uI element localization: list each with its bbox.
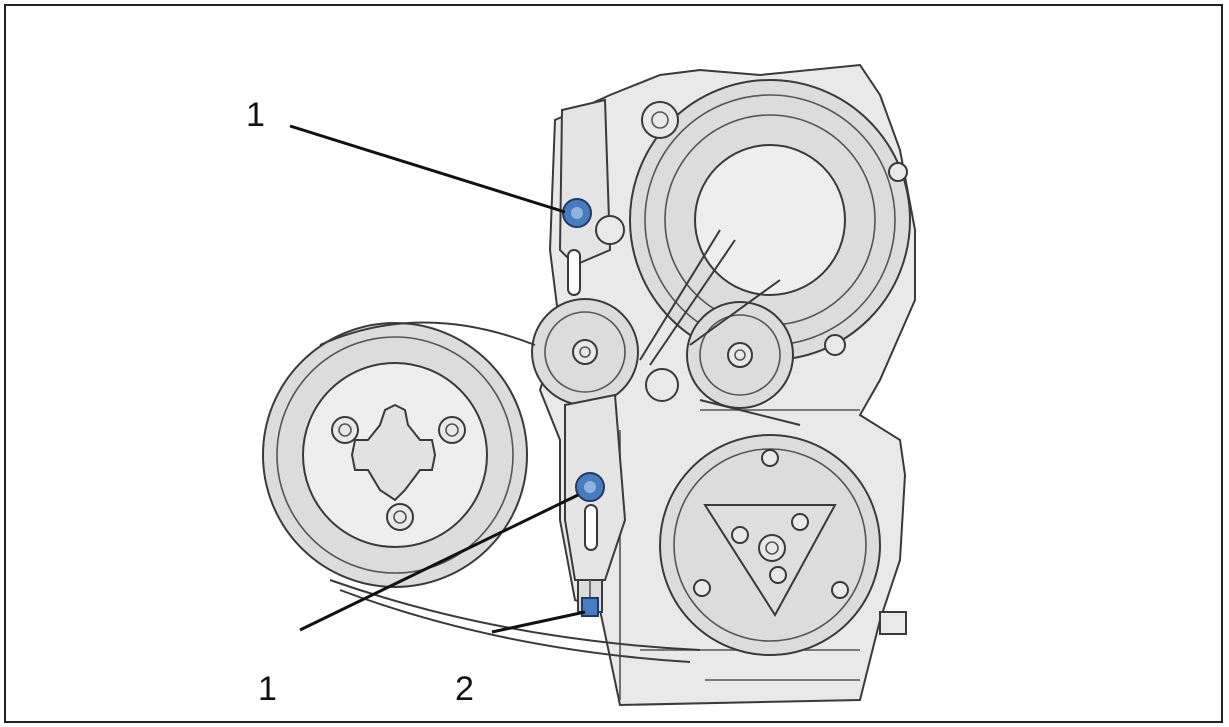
callout-bolt-upper: 1 [246, 96, 265, 134]
adjuster-screw [581, 597, 599, 617]
callout-adjuster: 2 [455, 670, 474, 708]
leader-line-adjuster [491, 610, 586, 634]
ac-compressor [659, 434, 907, 656]
tensioner-pivot [645, 368, 679, 402]
idler-pulley-right [686, 301, 794, 409]
bolt-lower [575, 472, 605, 502]
leader-line-bolt-lower [299, 493, 579, 632]
leader-line-bolt-upper [289, 124, 566, 214]
crankshaft-pulley [262, 322, 528, 588]
bolt-upper [562, 198, 592, 228]
idler-pulley-left [531, 298, 639, 406]
callout-bolt-lower: 1 [258, 670, 277, 708]
